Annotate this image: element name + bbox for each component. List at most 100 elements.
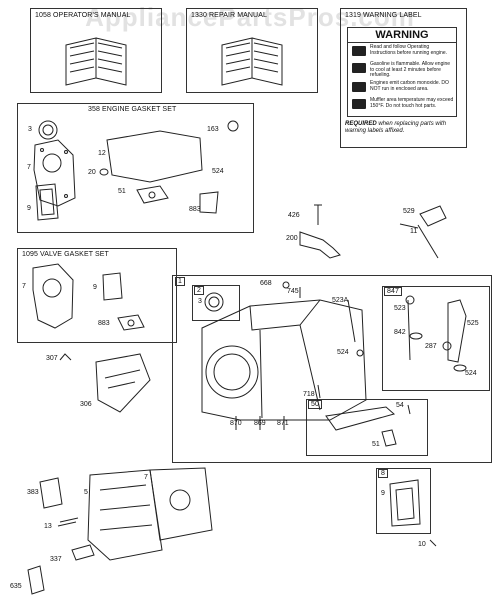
label-307[interactable]: 307 — [46, 355, 58, 362]
sub-box-2[interactable]: 2 — [192, 285, 240, 321]
cylinder-head-part — [87, 469, 163, 561]
label-h-7[interactable]: 7 — [144, 474, 148, 481]
label-337[interactable]: 337 — [50, 556, 62, 563]
o-ring-163-part — [227, 120, 239, 132]
intake-gasket-part — [117, 314, 145, 331]
read-manual-icon — [352, 46, 366, 56]
label-668[interactable]: 668 — [260, 280, 272, 287]
engine-gasket-set-box[interactable]: 358 ENGINE GASKET SET — [17, 103, 254, 233]
label-vgs-7[interactable]: 7 — [22, 283, 26, 290]
breather-383-part — [39, 477, 63, 509]
label-vgs-883[interactable]: 883 — [98, 320, 110, 327]
hot-surface-icon — [352, 99, 366, 109]
label-869[interactable]: 869 — [254, 420, 266, 427]
o-ring-847-524-part — [453, 364, 467, 372]
heat-shield-306-part — [95, 353, 151, 413]
label-egs-524[interactable]: 524 — [212, 168, 224, 175]
crankcase-gasket-part — [106, 130, 203, 183]
label-11[interactable]: 11 — [410, 228, 418, 235]
valve-gasket-set-box[interactable]: 1095 VALVE GASKET SET — [17, 248, 177, 343]
required-note: REQUIRED when replacing parts with warni… — [345, 121, 460, 135]
label-306[interactable]: 306 — [80, 401, 92, 408]
label-870[interactable]: 870 — [230, 420, 242, 427]
label-523A[interactable]: 523A — [332, 297, 349, 304]
valve-gasket-set-title: 1095 VALVE GASKET SET — [22, 251, 109, 258]
label-egs-51[interactable]: 51 — [118, 188, 126, 195]
seal-ring-part — [38, 120, 58, 140]
label-egs-12[interactable]: 12 — [98, 150, 106, 157]
bracket-200-part — [299, 231, 341, 259]
label-529[interactable]: 529 — [403, 208, 415, 215]
warning-heading: WARNING — [348, 28, 456, 43]
label-c-3[interactable]: 3 — [198, 298, 202, 305]
cylinder-block-part — [201, 299, 367, 421]
label-egs-3[interactable]: 3 — [28, 126, 32, 133]
label-745[interactable]: 745 — [287, 288, 299, 295]
label-426[interactable]: 426 — [288, 212, 300, 219]
label-523[interactable]: 523 — [394, 305, 406, 312]
operators-manual-box[interactable]: 1058 OPERATOR'S MANUAL — [30, 8, 162, 93]
repair-manual-book-icon — [221, 37, 283, 86]
label-871[interactable]: 871 — [277, 420, 289, 427]
plug-668-part — [282, 281, 290, 289]
sub-box-50-title: 50 — [308, 400, 322, 409]
label-54[interactable]: 54 — [396, 402, 404, 409]
label-egs-9[interactable]: 9 — [27, 205, 31, 212]
screw-307-part — [59, 353, 72, 361]
label-718[interactable]: 718 — [303, 391, 315, 398]
label-842[interactable]: 842 — [394, 329, 406, 336]
warning-label-title: 1319 WARNING LABEL — [345, 12, 422, 19]
gasket-9-part — [35, 183, 59, 221]
sub-box-8-title: 8 — [378, 469, 388, 478]
label-287[interactable]: 287 — [425, 343, 437, 350]
label-egs-883[interactable]: 883 — [189, 206, 201, 213]
o-ring-524-part — [356, 349, 364, 357]
screw-426-part — [314, 204, 322, 225]
sub-box-847[interactable]: 847 — [382, 286, 490, 391]
label-egs-7[interactable]: 7 — [27, 164, 31, 171]
cylinder-group-title: 1 — [175, 277, 185, 286]
label-383[interactable]: 383 — [27, 489, 39, 496]
head-gasket-part — [33, 139, 76, 207]
warning-line-4: Muffler area temperature may exceed 150°… — [370, 97, 454, 109]
elbow-529-part — [419, 205, 447, 227]
label-50-51[interactable]: 51 — [372, 441, 380, 448]
cap-635-part — [27, 565, 45, 595]
gasket-50-51-part — [381, 429, 397, 447]
warning-line-1: Read and follow Operating Instructions b… — [370, 44, 447, 56]
label-13[interactable]: 13 — [44, 523, 52, 530]
repair-manual-box[interactable]: 1330 REPAIR MANUAL — [186, 8, 318, 93]
label-h-5[interactable]: 5 — [84, 489, 88, 496]
warning-label-sticker: WARNING Read and follow Operating Instru… — [347, 27, 457, 117]
label-vgs-9[interactable]: 9 — [93, 284, 97, 291]
repair-manual-title: 1330 REPAIR MANUAL — [191, 12, 267, 19]
label-egs-20[interactable]: 20 — [88, 169, 96, 176]
label-egs-163[interactable]: 163 — [207, 126, 219, 133]
required-text: when replacing parts with warning labels… — [345, 121, 447, 134]
operators-manual-book-icon — [65, 37, 127, 86]
label-8-9[interactable]: 9 — [381, 490, 385, 497]
gasket-8-9-part — [389, 479, 421, 527]
engine-gasket-set-title: 358 ENGINE GASKET SET — [88, 106, 177, 113]
label-c-524[interactable]: 524 — [337, 349, 349, 356]
label-200[interactable]: 200 — [286, 235, 298, 242]
exhaust-icon — [352, 82, 366, 92]
label-525[interactable]: 525 — [467, 320, 479, 327]
sub-box-847-title: 847 — [384, 287, 402, 296]
sub-box-50[interactable]: 50 — [306, 399, 428, 456]
label-847-524[interactable]: 524 — [465, 370, 477, 377]
o-ring-842-part — [409, 332, 423, 340]
label-635[interactable]: 635 — [10, 583, 22, 590]
label-10[interactable]: 10 — [418, 541, 426, 548]
valve-cover-gasket-part — [102, 272, 123, 301]
gasket-883-part — [199, 191, 219, 214]
cylinder-group-box[interactable]: 1 — [172, 275, 492, 463]
warning-label-box[interactable]: 1319 WARNING LABEL WARNING Read and foll… — [340, 8, 467, 148]
stud-13-part — [57, 517, 79, 527]
dipstick-523A-part — [347, 299, 356, 343]
screw-54-part — [407, 404, 411, 415]
gasket-51-part — [136, 185, 169, 204]
oil-seal-part — [204, 292, 224, 312]
sub-box-8[interactable]: 8 — [376, 468, 431, 534]
